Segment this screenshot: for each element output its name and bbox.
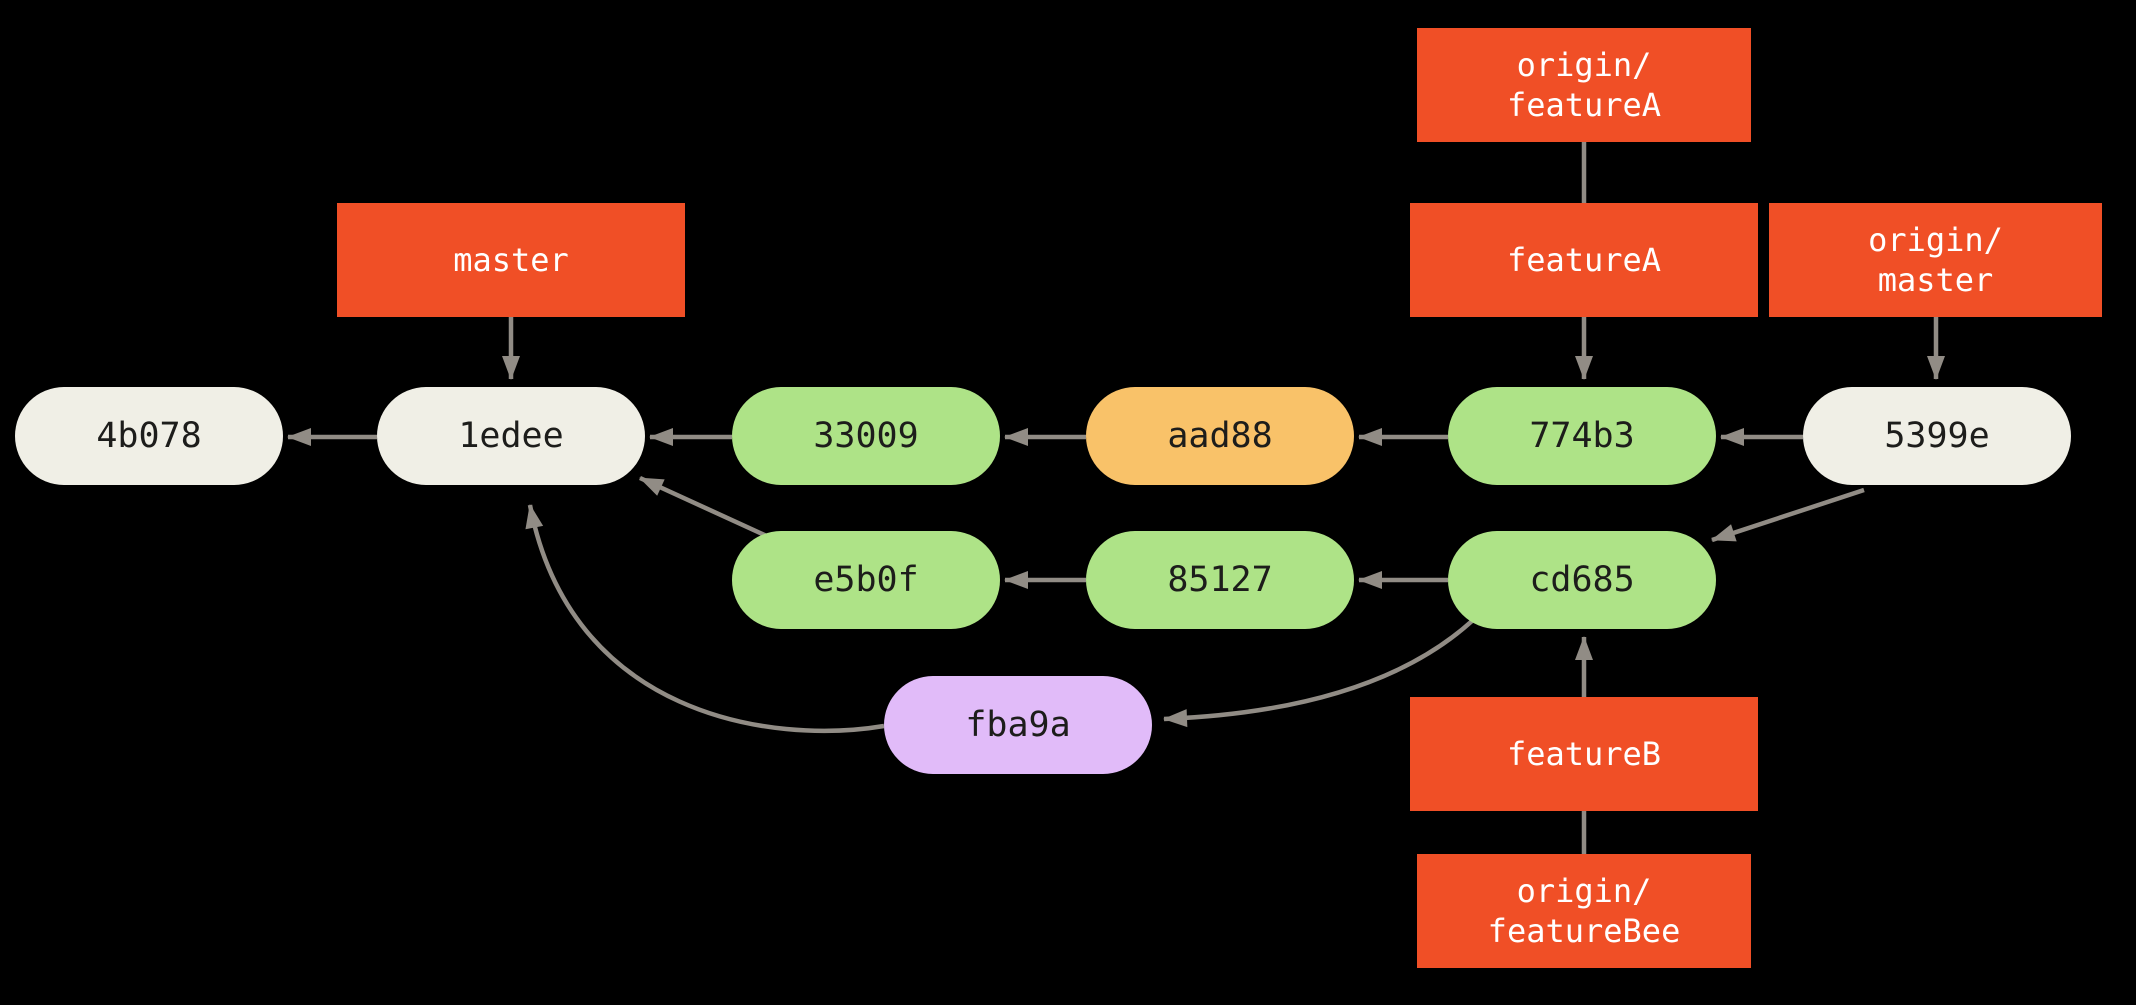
commit-85127-label: 85127 bbox=[1167, 560, 1273, 600]
branch-label-origin-featureA: origin/ featureA bbox=[1417, 28, 1751, 142]
commit-4b078: 4b078 bbox=[15, 387, 283, 485]
commit-85127: 85127 bbox=[1086, 531, 1354, 629]
commit-fba9a: fba9a bbox=[884, 676, 1152, 774]
edge-fba9a-1edee bbox=[525, 504, 885, 734]
commit-774b3-label: 774b3 bbox=[1529, 416, 1635, 456]
branch-label-origin-master-text: origin/ master bbox=[1868, 221, 2003, 299]
branch-label-origin-featureA-text: origin/ featureA bbox=[1506, 46, 1662, 124]
commit-e5b0f: e5b0f bbox=[732, 531, 1000, 629]
edge-e5b0f-1edee bbox=[639, 475, 783, 546]
commit-fba9a-label: fba9a bbox=[965, 705, 1071, 745]
branch-label-origin-featureBee: origin/ featureBee bbox=[1417, 854, 1751, 968]
commit-aad88: aad88 bbox=[1086, 387, 1354, 485]
commit-cd685-label: cd685 bbox=[1529, 560, 1635, 600]
edge-cd685-fba9a bbox=[1163, 619, 1474, 728]
commit-5399e: 5399e bbox=[1803, 387, 2071, 485]
edge-5399e-cd685 bbox=[1711, 487, 1865, 543]
commit-33009: 33009 bbox=[732, 387, 1000, 485]
commit-1edee: 1edee bbox=[377, 387, 645, 485]
commit-e5b0f-label: e5b0f bbox=[813, 560, 919, 600]
commit-aad88-label: aad88 bbox=[1167, 416, 1273, 456]
commit-774b3: 774b3 bbox=[1448, 387, 1716, 485]
commit-1edee-label: 1edee bbox=[458, 416, 564, 456]
branch-label-featureB: featureB bbox=[1410, 697, 1758, 811]
branch-label-origin-featureBee-text: origin/ featureBee bbox=[1487, 872, 1681, 950]
commit-5399e-label: 5399e bbox=[1884, 416, 1990, 456]
branch-label-master-text: master bbox=[453, 241, 569, 279]
branch-label-featureA-text: featureA bbox=[1506, 241, 1662, 279]
commit-cd685: cd685 bbox=[1448, 531, 1716, 629]
commit-4b078-label: 4b078 bbox=[96, 416, 202, 456]
branch-label-featureB-text: featureB bbox=[1506, 735, 1662, 773]
branch-label-origin-master: origin/ master bbox=[1769, 203, 2102, 317]
commit-33009-label: 33009 bbox=[813, 416, 919, 456]
branch-label-master: master bbox=[337, 203, 685, 317]
branch-label-featureA: featureA bbox=[1410, 203, 1758, 317]
